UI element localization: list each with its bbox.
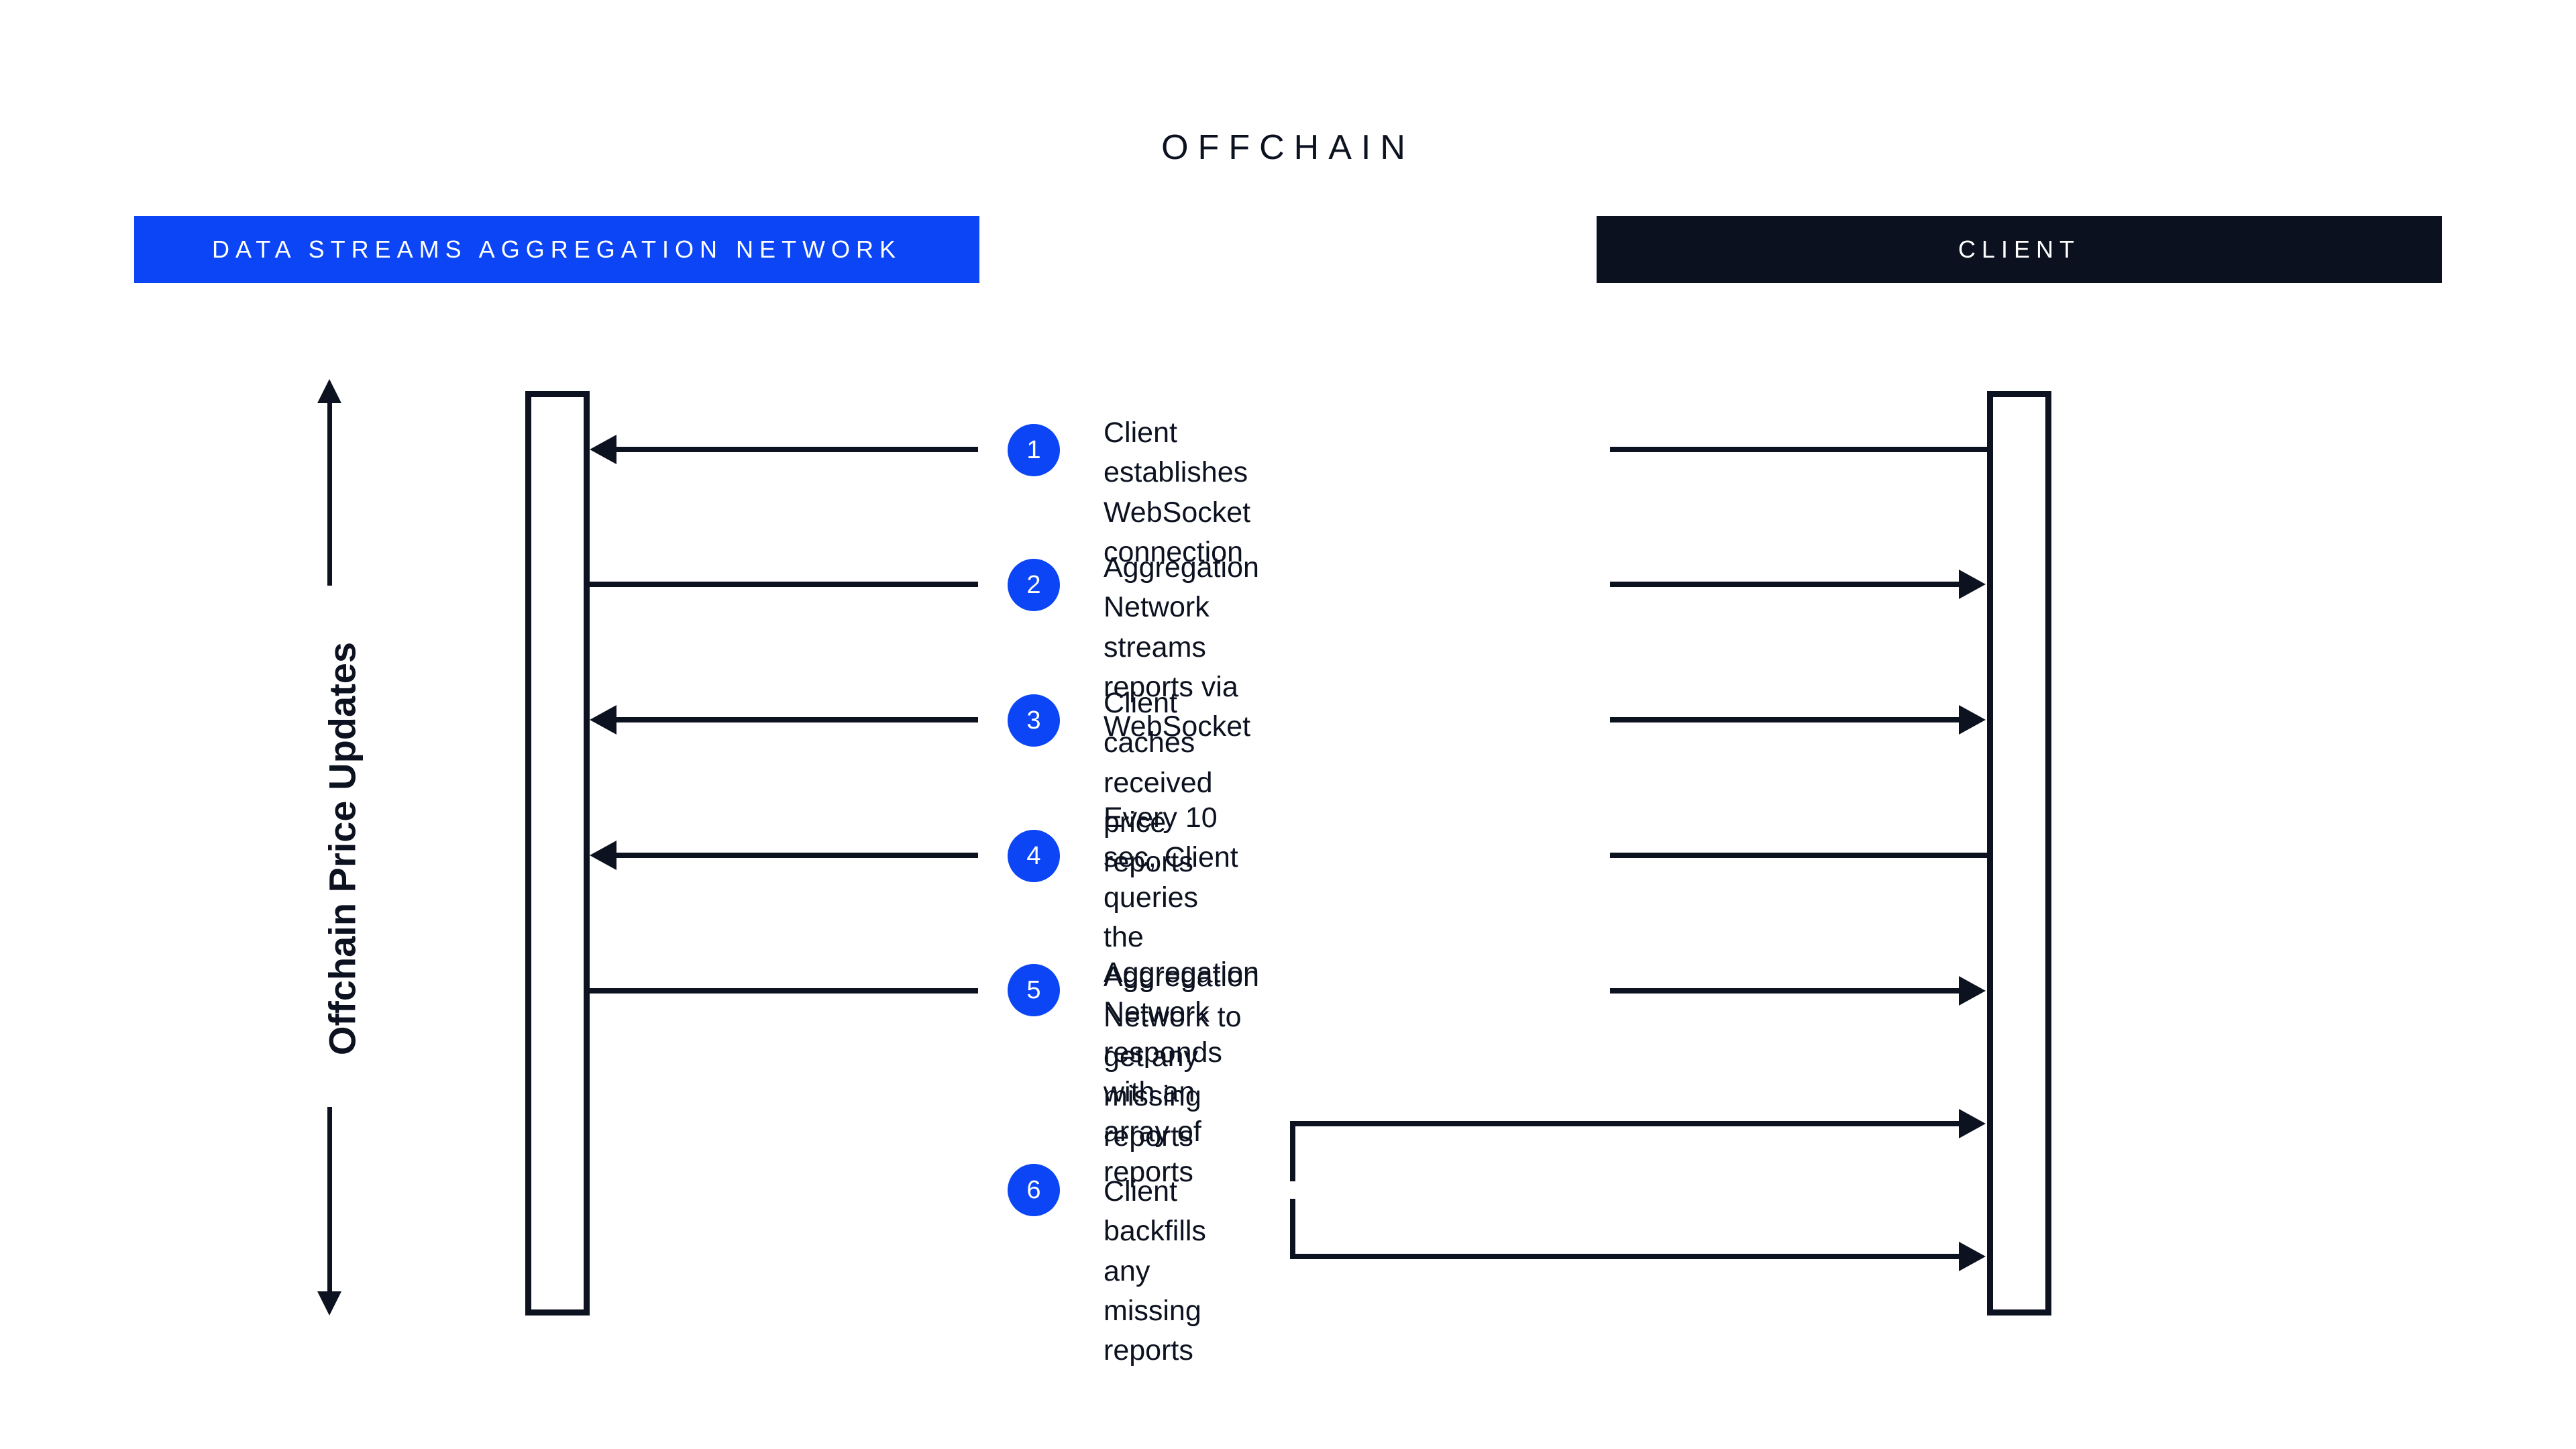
- row4-arrowhead-left-icon: [590, 841, 616, 870]
- step-1-text: Client establishes WebSocket connection: [1104, 417, 1251, 568]
- axis-label-wrap: Offchain Price Updates: [288, 379, 396, 1318]
- row4-line-left: [616, 853, 978, 858]
- axis-line-top: [327, 401, 332, 586]
- step-5-badge: 5: [1008, 964, 1060, 1016]
- lifeline-client: [1987, 391, 2051, 1316]
- row1-arrowhead-left-icon: [590, 435, 616, 464]
- row6-lower-arrowhead-right-icon: [1959, 1242, 1986, 1271]
- row6-lower-stub: [1290, 1199, 1295, 1259]
- row1-line-right: [1610, 447, 1989, 452]
- step-4-badge: 4: [1008, 830, 1060, 882]
- row5-line-left: [590, 988, 978, 994]
- step-1-badge: 1: [1008, 424, 1060, 476]
- row3-arrowhead-right-icon: [1959, 705, 1986, 735]
- step-6-text: Client backfills any missing reports: [1104, 1175, 1206, 1367]
- row2-line-left: [590, 582, 978, 587]
- axis-line-bottom: [327, 1107, 332, 1291]
- row4-line-right: [1610, 853, 1989, 858]
- row1-line-left: [616, 447, 978, 452]
- lane-header-network: DATA STREAMS AGGREGATION NETWORK: [134, 216, 979, 283]
- step-6-badge: 6: [1008, 1164, 1060, 1216]
- row6-upper-stub: [1290, 1121, 1295, 1181]
- lane-header-client: CLIENT: [1597, 216, 2442, 283]
- axis-arrow-down-icon: [317, 1291, 341, 1316]
- row6-upper-line: [1290, 1121, 1959, 1126]
- step-3-text: Client caches received price reports: [1104, 687, 1213, 879]
- row3-line-right: [1610, 717, 1959, 722]
- axis-arrow-up-icon: [317, 379, 341, 403]
- row3-line-left: [616, 717, 978, 722]
- step-4-text: Every 10 sec, Client queries the Aggrega…: [1104, 802, 1259, 1152]
- lane-header-network-label: DATA STREAMS AGGREGATION NETWORK: [211, 235, 902, 263]
- lifeline-network: [525, 391, 590, 1316]
- lane-header-client-label: CLIENT: [1957, 235, 2081, 263]
- axis-label: Offchain Price Updates: [321, 641, 364, 1056]
- row5-arrowhead-right-icon: [1959, 976, 1986, 1006]
- row3-arrowhead-left-icon: [590, 705, 616, 735]
- step-3-badge: 3: [1008, 694, 1060, 747]
- step-2-text: Aggregation Network streams reports via …: [1104, 551, 1259, 743]
- row6-lower-line: [1290, 1254, 1959, 1259]
- row5-line-right: [1610, 988, 1959, 994]
- step-5-text: Aggregation Network responds with an arr…: [1104, 957, 1259, 1188]
- row2-line-right: [1610, 582, 1959, 587]
- row6-upper-arrowhead-right-icon: [1959, 1109, 1986, 1138]
- step-2-badge: 2: [1008, 559, 1060, 611]
- row2-arrowhead-right-icon: [1959, 570, 1986, 599]
- page-title: OFFCHAIN: [1161, 128, 1415, 167]
